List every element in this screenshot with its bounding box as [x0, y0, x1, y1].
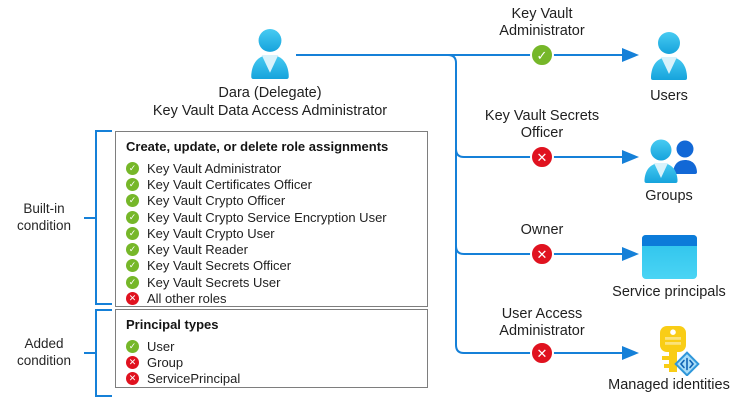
builtin-condition-label: Built-in condition [16, 201, 72, 233]
groups-label: Groups [645, 188, 693, 204]
arrowhead-managed-identities [622, 346, 639, 360]
role-assignments-list: Key Vault Administrator Key Vault Certif… [126, 160, 417, 307]
arrow-line-service-principals [455, 245, 622, 255]
arrow-line-managed-identities [455, 344, 622, 354]
delegate-name: Dara (Delegate) [218, 85, 322, 101]
arrow-line-groups [455, 148, 622, 158]
delegate-role: Key Vault Data Access Administrator [152, 103, 388, 119]
service-principals-label: Service principals [612, 284, 726, 300]
role-item: Key Vault Secrets Officer [126, 258, 417, 274]
principal-types-list: User Group ServicePrincipal [126, 338, 417, 387]
deny-badge-service-principals [530, 242, 554, 266]
role-item-label: Key Vault Reader [147, 242, 248, 258]
added-condition-label: Added condition [16, 336, 72, 368]
principal-item-label: ServicePrincipal [147, 371, 241, 387]
allow-icon [126, 177, 139, 191]
users-icon [651, 32, 687, 80]
allow-icon [126, 259, 139, 273]
branch-role-key-vault-secrets-officer: Key Vault Secrets Officer [484, 108, 600, 141]
branch-role-user-access-administrator: User Access Administrator [499, 306, 585, 339]
role-item: Key Vault Crypto Officer [126, 193, 417, 209]
users-label: Users [650, 88, 688, 104]
trunk-line [447, 54, 457, 345]
principal-item: ServicePrincipal [126, 371, 417, 387]
role-assignments-title: Create, update, or delete role assignmen… [126, 139, 389, 154]
principal-item: User [126, 338, 417, 354]
role-assignments-box: Create, update, or delete role assignmen… [115, 131, 428, 307]
principal-item-label: User [147, 338, 175, 354]
branch-role-key-vault-administrator: Key Vault Administrator [499, 6, 585, 39]
principal-types-title: Principal types [126, 317, 219, 332]
role-item-label: Key Vault Crypto Officer [147, 193, 286, 209]
added-condition-bracket [95, 309, 112, 397]
role-item-label: Key Vault Administrator [147, 160, 282, 176]
deny-icon [126, 292, 139, 306]
allow-icon [126, 275, 139, 289]
groups-icon [644, 139, 697, 183]
managed-identities-icon [660, 326, 700, 376]
arrowhead-groups [622, 150, 639, 164]
principal-item-label: Group [147, 354, 184, 370]
role-item-label: Key Vault Crypto User [147, 225, 275, 241]
role-item: Key Vault Reader [126, 241, 417, 257]
role-item: Key Vault Certificates Officer [126, 176, 417, 192]
role-item-label: Key Vault Certificates Officer [147, 176, 312, 192]
deny-badge-groups [530, 145, 554, 169]
builtin-condition-bracket [95, 130, 112, 305]
allow-icon [126, 339, 139, 353]
arrowhead-users [622, 48, 639, 62]
principal-item: Group [126, 354, 417, 370]
allow-badge-users [530, 43, 554, 67]
role-item-label: Key Vault Secrets User [147, 274, 281, 290]
managed-identities-label: Managed identities [608, 377, 730, 393]
role-item: Key Vault Secrets User [126, 274, 417, 290]
role-item-label: Key Vault Secrets Officer [147, 258, 292, 274]
role-item: Key Vault Crypto User [126, 225, 417, 241]
role-item: Key Vault Crypto Service Encryption User [126, 209, 417, 225]
deny-icon [126, 355, 139, 369]
allow-icon [126, 226, 139, 240]
role-item: Key Vault Administrator [126, 160, 417, 176]
deny-badge-managed-identities [530, 341, 554, 365]
branch-role-owner: Owner [520, 222, 564, 238]
allow-icon [126, 243, 139, 257]
role-item: All other roles [126, 290, 417, 306]
allow-icon [126, 194, 139, 208]
allow-icon [126, 210, 139, 224]
allow-icon [126, 161, 139, 175]
service-principals-icon [642, 235, 697, 279]
delegate-person-icon [251, 29, 289, 79]
deny-icon [126, 372, 139, 386]
role-item-label: Key Vault Crypto Service Encryption User [147, 209, 387, 225]
principal-types-box: Principal types User Group ServicePrinci… [115, 309, 428, 388]
arrowhead-service-principals [622, 247, 639, 261]
role-item-label: All other roles [147, 291, 227, 307]
